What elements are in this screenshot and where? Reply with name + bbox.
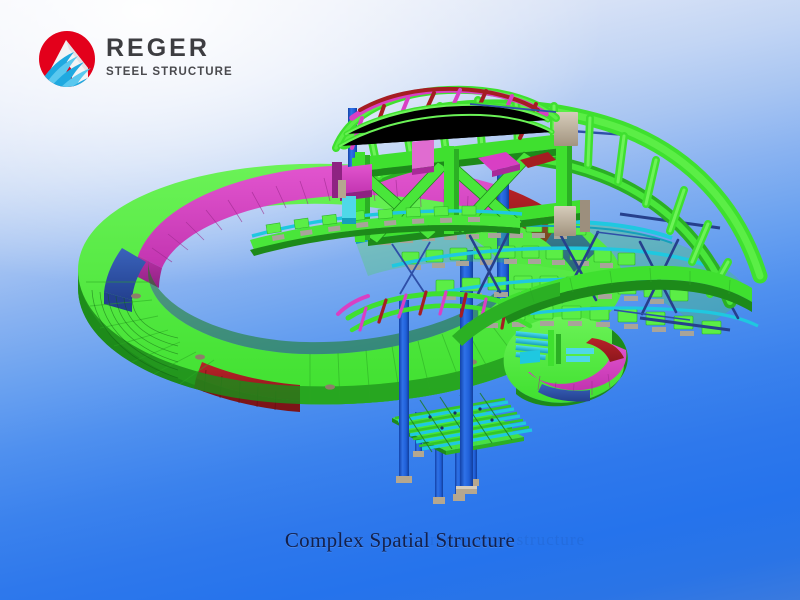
image-caption: Complex Spatial Structure xyxy=(284,528,516,552)
company-logo[interactable]: REGER STEEL STRUCTURE xyxy=(36,26,246,96)
upper-arch-lattice xyxy=(332,85,560,177)
watermark-text: reger steel structure xyxy=(430,530,586,549)
brand-name: REGER xyxy=(106,34,210,62)
logo-wordmark: REGER STEEL STRUCTURE xyxy=(106,36,233,79)
ring-to-deck-ramp xyxy=(452,265,752,346)
deck-front-edge xyxy=(250,205,523,256)
misc-fittings xyxy=(338,180,691,364)
small-ring xyxy=(503,316,628,407)
reger-circle-mountain-wave-mark xyxy=(36,28,98,90)
brand-tagline: STEEL STRUCTURE xyxy=(106,66,233,78)
